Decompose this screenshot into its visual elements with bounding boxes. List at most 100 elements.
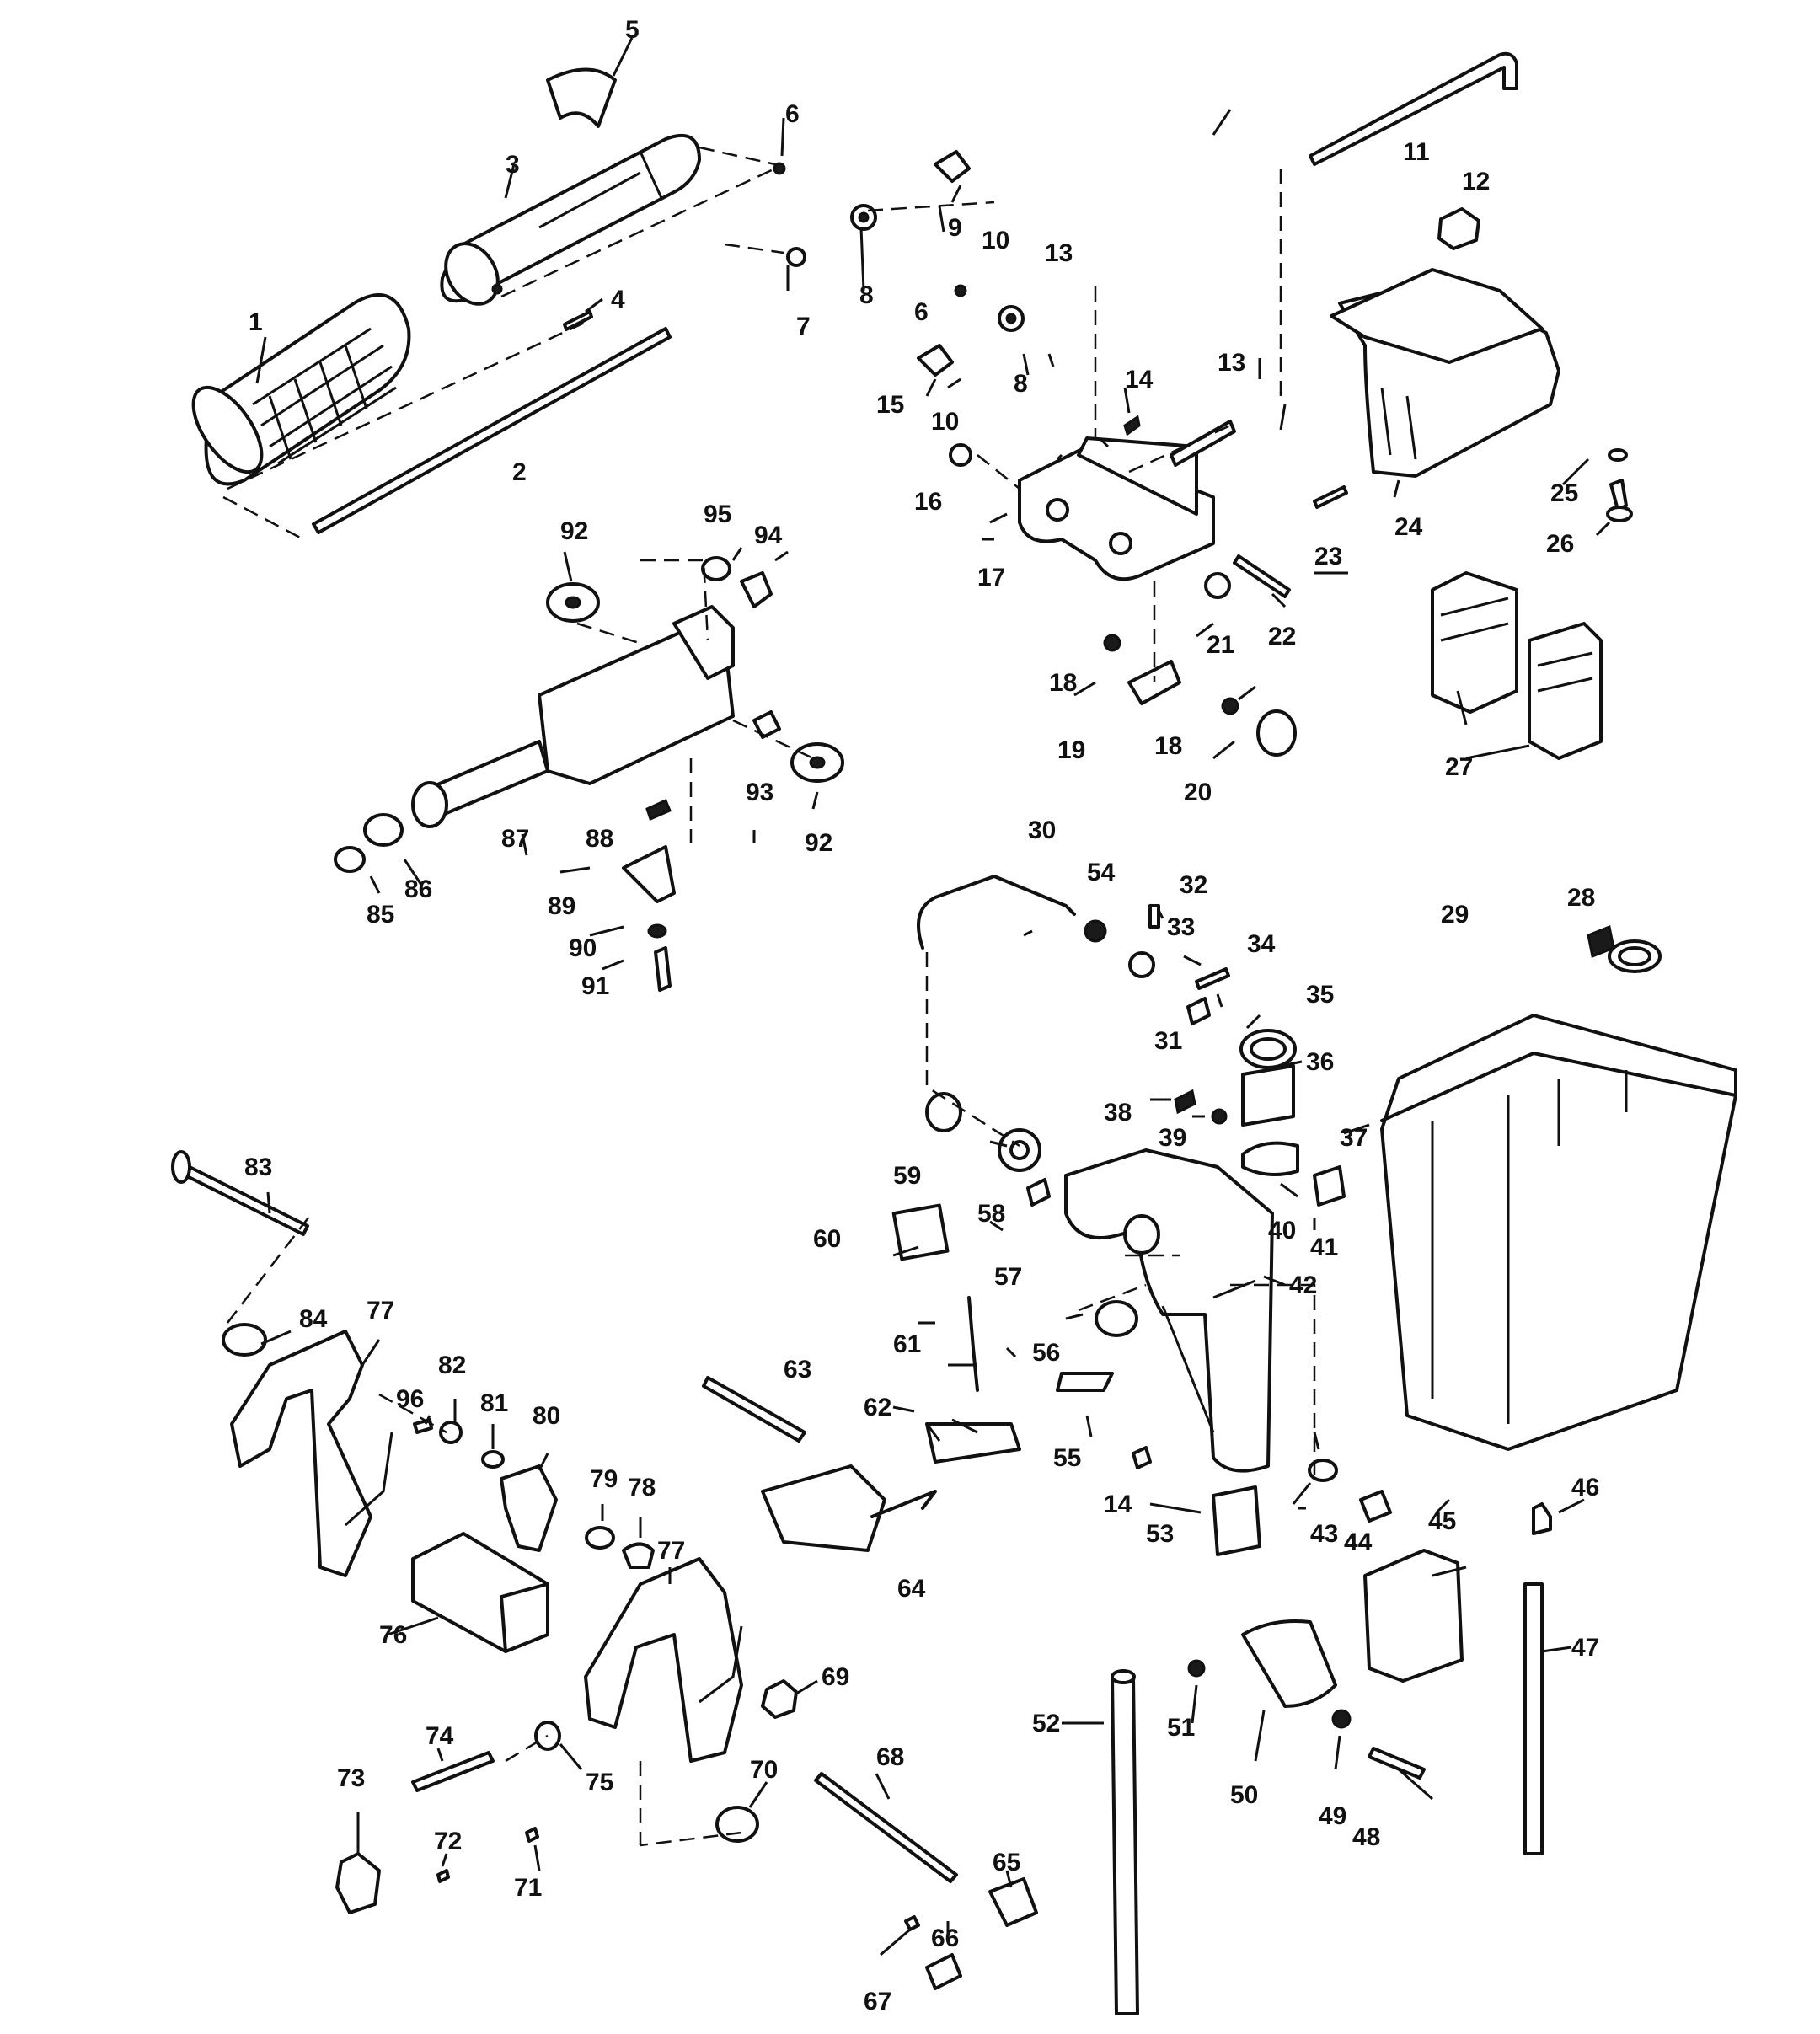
leader-lines-3 <box>892 909 1585 1801</box>
callout-67: 67 <box>864 1988 891 2015</box>
callout-74: 74 <box>426 1722 454 1750</box>
callout-40: 40 <box>1268 1217 1296 1244</box>
callout-46: 46 <box>1571 1474 1599 1501</box>
callout-10a: 10 <box>982 227 1009 254</box>
callout-30: 30 <box>1028 816 1056 844</box>
callout-92b: 92 <box>805 829 832 857</box>
callout-13b: 13 <box>1218 349 1245 377</box>
callout-19: 19 <box>1057 736 1085 764</box>
callout-94: 94 <box>754 522 783 549</box>
callout-77a: 77 <box>367 1297 394 1325</box>
callout-78: 78 <box>628 1474 656 1501</box>
callout-72: 72 <box>434 1828 462 1855</box>
callout-32: 32 <box>1180 871 1207 899</box>
callout-29: 29 <box>1441 901 1469 929</box>
callout-24: 24 <box>1394 513 1423 541</box>
tiller-grip <box>191 293 411 486</box>
callout-36: 36 <box>1306 1048 1334 1076</box>
callout-64: 64 <box>897 1575 926 1603</box>
callout-34: 34 <box>1247 930 1276 958</box>
clamp-bracket-right <box>584 1557 743 1763</box>
clamp-bracket-left <box>230 1330 393 1577</box>
callout-80: 80 <box>533 1402 560 1430</box>
callout-70: 70 <box>750 1756 778 1784</box>
callout-10b: 10 <box>931 408 959 436</box>
callout-8a: 8 <box>859 281 874 309</box>
callout-37: 37 <box>1340 1124 1368 1152</box>
callout-15: 15 <box>876 391 904 419</box>
callout-43: 43 <box>1310 1520 1338 1548</box>
callout-62: 62 <box>864 1394 891 1421</box>
callout-84: 84 <box>299 1305 328 1333</box>
callout-45: 45 <box>1428 1507 1456 1535</box>
steering-arm <box>1064 1148 1274 1473</box>
tiller-pin <box>563 310 593 331</box>
swivel-misc <box>891 1092 1392 1556</box>
callout-26: 26 <box>1546 530 1574 558</box>
callout-54: 54 <box>1087 859 1116 886</box>
callout-71: 71 <box>514 1874 542 1902</box>
callout-87: 87 <box>501 825 529 853</box>
clamp-pad <box>411 1532 549 1653</box>
callout-85: 85 <box>367 901 394 929</box>
callout-22: 22 <box>1268 623 1296 650</box>
screw-washer-right <box>1606 448 1633 522</box>
callout-4: 4 <box>611 286 625 313</box>
callout-38: 38 <box>1104 1099 1132 1127</box>
callout-6b: 6 <box>914 298 929 326</box>
clamp-screw-parts <box>335 1721 1038 1990</box>
tiller-tube <box>440 134 701 306</box>
callout-8b: 8 <box>1014 370 1028 398</box>
callout-77b: 77 <box>657 1537 685 1565</box>
lower-right-parts <box>1111 1502 1552 2015</box>
bushing-stack <box>1174 1029 1346 1207</box>
callout-57: 57 <box>994 1263 1022 1291</box>
callout-47: 47 <box>1571 1634 1599 1662</box>
callout-59: 59 <box>893 1162 921 1190</box>
callout-49: 49 <box>1319 1802 1346 1830</box>
bracket-small-parts <box>949 415 1297 757</box>
callout-14a: 14 <box>1125 366 1154 393</box>
steering-rod-top <box>1309 51 1518 166</box>
pin-23 <box>1313 485 1348 509</box>
callout-2: 2 <box>512 458 527 486</box>
callout-14b: 14 <box>1104 1491 1132 1518</box>
callout-55: 55 <box>1053 1444 1081 1472</box>
callout-23: 23 <box>1314 543 1342 570</box>
callout-17: 17 <box>977 564 1005 591</box>
throttle-washers <box>334 556 844 873</box>
callout-68: 68 <box>876 1743 904 1771</box>
hex-nut-top <box>1437 207 1480 250</box>
callout-3: 3 <box>506 151 520 179</box>
callout-35: 35 <box>1306 981 1334 1009</box>
callout-60: 60 <box>813 1225 841 1253</box>
callout-28: 28 <box>1567 884 1595 912</box>
callout-21: 21 <box>1207 631 1234 659</box>
callout-65: 65 <box>993 1849 1020 1876</box>
assembly-lines-bracket <box>977 169 1282 682</box>
tiller-clip <box>546 67 617 128</box>
callout-7: 7 <box>796 313 811 340</box>
callout-86: 86 <box>404 875 432 903</box>
assembly-lines-tiller <box>222 146 995 541</box>
callout-25: 25 <box>1550 479 1578 507</box>
callout-95: 95 <box>704 500 731 528</box>
callout-18b: 18 <box>1154 732 1182 760</box>
leader-lines <box>255 37 1611 760</box>
callout-93: 93 <box>746 779 774 806</box>
throttle-cam-parts <box>622 798 676 992</box>
clamp-small-parts <box>439 1421 655 1569</box>
side-covers <box>1431 571 1603 760</box>
callout-81: 81 <box>480 1389 508 1417</box>
callout-83: 83 <box>244 1153 272 1181</box>
leader-lines-2 <box>369 547 1320 1514</box>
throttle-housing <box>411 605 735 828</box>
callout-33: 33 <box>1167 913 1195 941</box>
assembly-lines-throttle <box>576 559 814 843</box>
callout-labels: 1 2 3 4 5 6 6 7 8 8 9 10 10 11 12 13 13 … <box>244 16 1599 2015</box>
clamp-washer <box>222 1323 267 1357</box>
callout-61: 61 <box>893 1330 921 1358</box>
callout-13a: 13 <box>1045 239 1073 267</box>
upper-cover-bracket <box>1330 268 1560 478</box>
